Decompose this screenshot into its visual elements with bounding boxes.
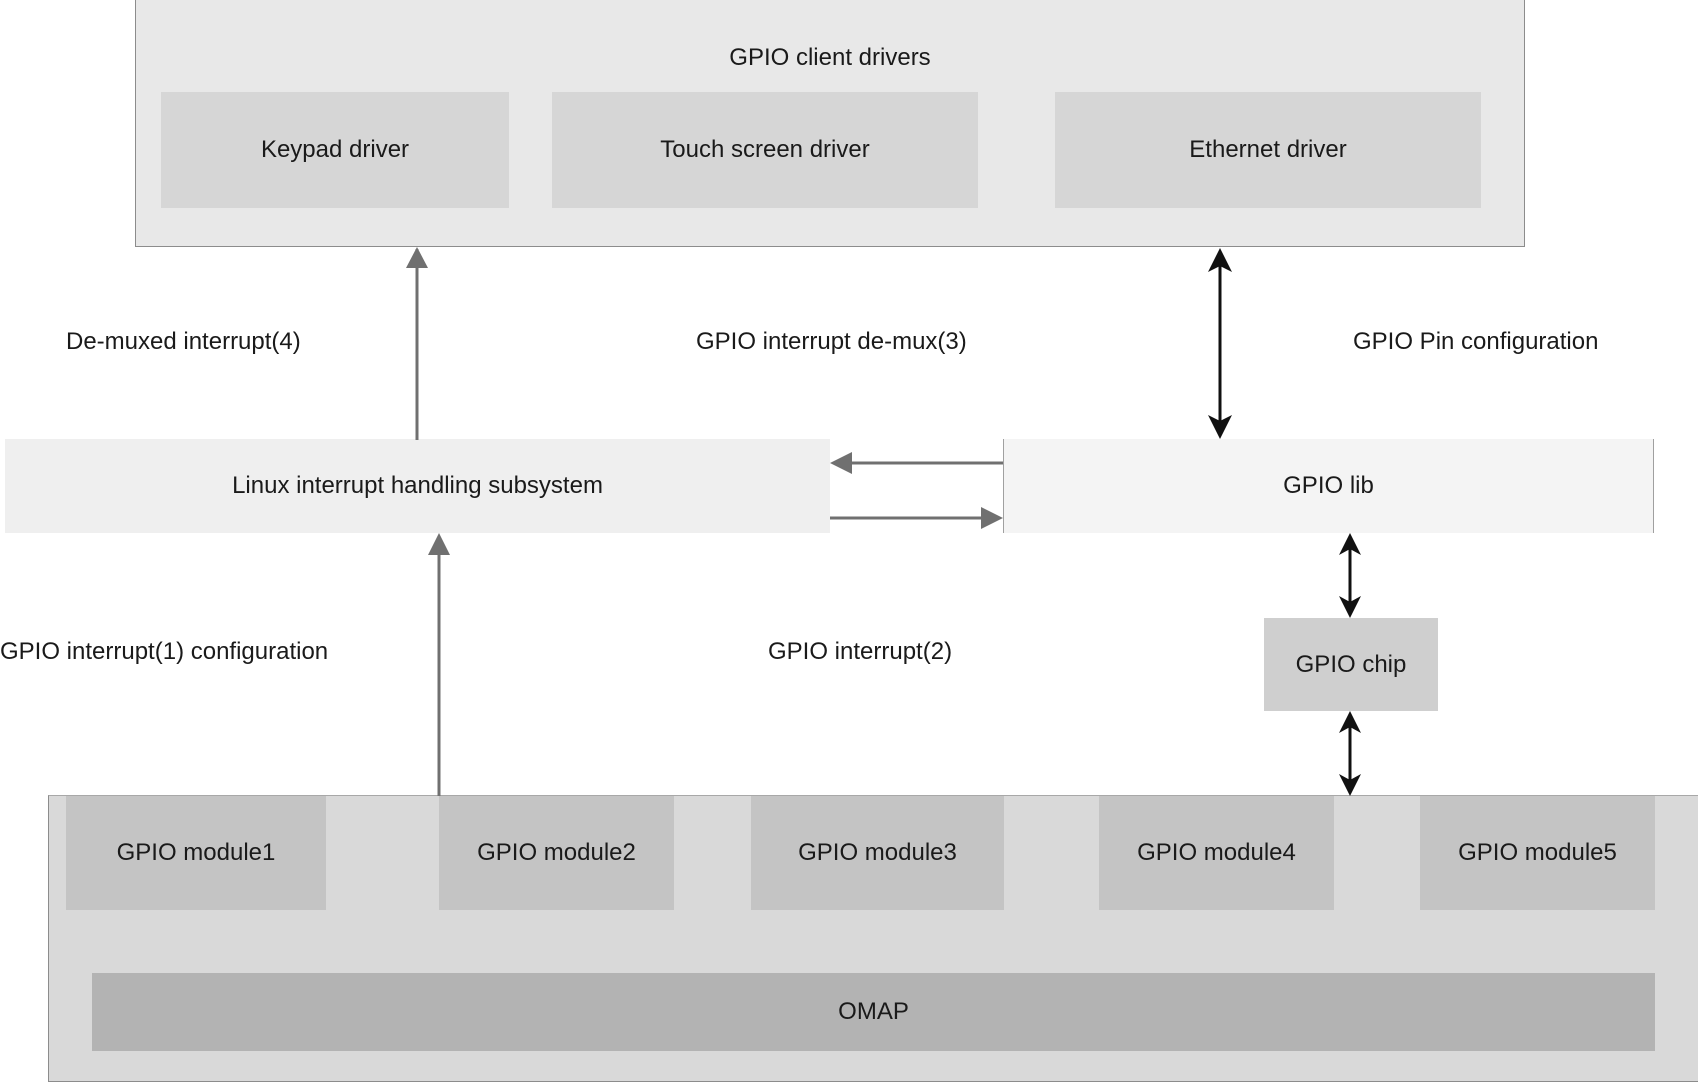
demux-left-arrowhead [830,452,852,474]
pin-config-arrowhead-down [1208,415,1232,439]
gpio-module5-box: GPIO module5 [1420,796,1655,910]
gpio-module1-box: GPIO module1 [66,796,326,910]
interrupt-configuration-label: GPIO interrupt(1) configuration [0,638,329,665]
keypad-driver-box: Keypad driver [161,92,509,208]
demuxed-interrupt-label: De-muxed interrupt(4) [66,328,301,355]
linux-interrupt-subsystem-box: Linux interrupt handling subsystem [5,439,830,533]
gpio-module2-box: GPIO module2 [439,796,674,910]
gpio-interrupt-label: GPIO interrupt(2) [768,638,953,665]
gpio-lib-box: GPIO lib [1003,439,1654,533]
omap-box: OMAP [92,973,1655,1051]
pin-configuration-label: GPIO Pin configuration [1353,328,1599,355]
lib-chip-arrowhead-up [1339,533,1361,555]
pin-config-arrowhead-up [1208,248,1232,272]
gpio-client-drivers-title: GPIO client drivers [729,44,931,71]
interrupt-demux-label: GPIO interrupt de-mux(3) [696,328,967,355]
gpio-interrupt-arrowhead [428,533,450,555]
demux-right-arrowhead [981,507,1003,529]
lib-chip-arrowhead-down [1339,596,1361,618]
chip-module-arrowhead-down [1339,774,1361,796]
touch-screen-driver-box: Touch screen driver [552,92,978,208]
demuxed-interrupt-arrowhead [406,247,428,268]
ethernet-driver-box: Ethernet driver [1055,92,1481,208]
gpio-module3-box: GPIO module3 [751,796,1004,910]
chip-module-arrowhead-up [1339,711,1361,733]
gpio-module4-box: GPIO module4 [1099,796,1334,910]
gpio-chip-box: GPIO chip [1264,618,1438,711]
